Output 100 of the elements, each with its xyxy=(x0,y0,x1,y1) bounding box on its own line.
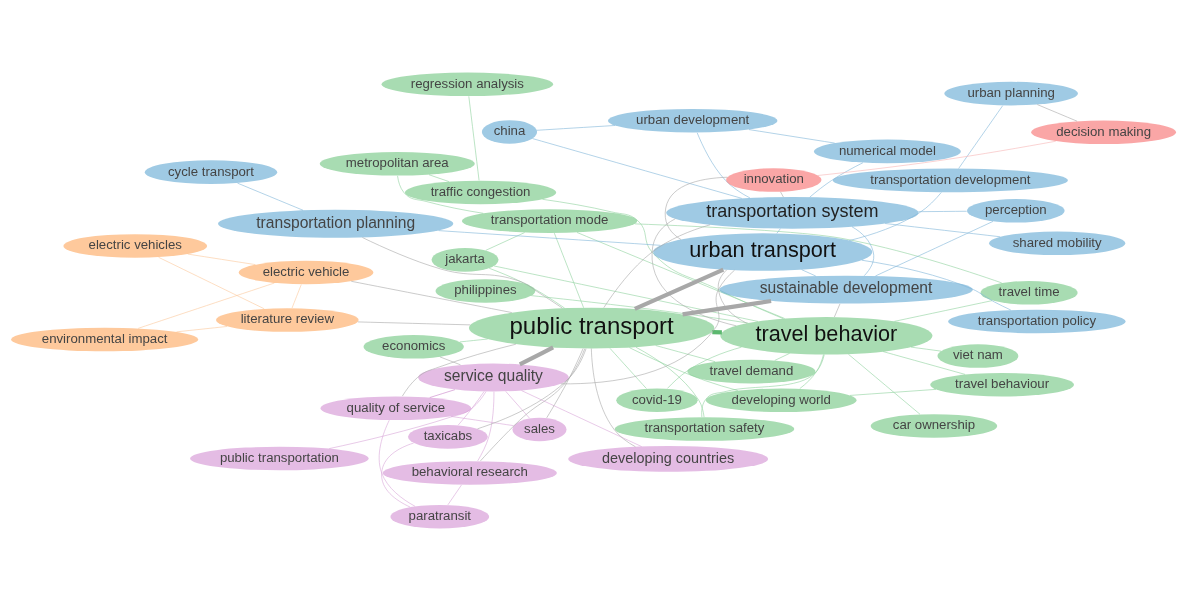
connector xyxy=(634,223,1003,283)
connector xyxy=(402,343,517,396)
connector xyxy=(560,269,735,384)
connector xyxy=(397,175,484,214)
node-ellipse: car ownership xyxy=(870,413,998,438)
connector xyxy=(468,95,480,181)
connector xyxy=(629,346,739,391)
connector xyxy=(884,222,1001,237)
connector xyxy=(603,224,711,308)
connector xyxy=(485,231,525,251)
connector xyxy=(910,346,942,351)
connector xyxy=(591,347,636,447)
connector xyxy=(438,229,661,246)
node-ellipse: taxicabs xyxy=(408,424,488,449)
node-ellipse: regression analysis xyxy=(381,72,554,96)
node-ellipse: innovation xyxy=(726,167,822,192)
node-ellipse: urban transport xyxy=(653,232,873,271)
connector xyxy=(554,232,584,308)
node-ellipse: decision making xyxy=(1031,120,1176,144)
node-ellipse: viet nam xyxy=(937,343,1019,368)
connector xyxy=(505,390,530,418)
node-ellipse: literature review xyxy=(216,307,359,332)
connector xyxy=(1037,103,1078,121)
node-ellipse: shared mobility xyxy=(989,231,1126,255)
node-ellipse: travel behavior xyxy=(720,316,933,355)
connector xyxy=(918,210,967,212)
node-ellipse: jakarta xyxy=(431,247,499,272)
connector xyxy=(439,356,461,365)
connector xyxy=(861,259,1012,310)
connector xyxy=(137,282,275,329)
node-ellipse: environmental impact xyxy=(11,327,199,351)
node-ellipse: covid-19 xyxy=(616,387,698,412)
connector xyxy=(350,280,513,313)
node-ellipse: cycle transport xyxy=(144,159,278,184)
connector xyxy=(609,347,647,389)
node-ellipse: paratransit xyxy=(390,504,490,528)
connector xyxy=(447,484,462,505)
connector xyxy=(848,353,921,415)
connector xyxy=(493,265,759,322)
node-ellipse: electric vehicle xyxy=(238,260,374,284)
connector xyxy=(851,226,875,276)
node-ellipse: developing world xyxy=(705,388,857,412)
connector xyxy=(480,347,586,461)
node-ellipse: traffic congestion xyxy=(405,180,557,204)
connector xyxy=(532,137,743,199)
node-ellipse: transportation planning xyxy=(218,209,454,238)
node-ellipse: developing countries xyxy=(568,445,769,472)
connector xyxy=(696,131,751,198)
connector xyxy=(717,269,748,324)
connector xyxy=(542,198,784,319)
node-ellipse: travel demand xyxy=(687,359,816,383)
connector xyxy=(518,345,555,366)
connector xyxy=(521,389,642,447)
node-ellipse: service quality xyxy=(418,363,569,391)
connector xyxy=(291,283,302,308)
connector xyxy=(701,353,825,417)
connector xyxy=(633,267,725,311)
node-ellipse: travel time xyxy=(980,280,1078,305)
connector xyxy=(664,176,728,240)
connector xyxy=(546,347,584,418)
connector xyxy=(875,220,994,276)
node-ellipse: transportation mode xyxy=(461,208,638,233)
connector xyxy=(748,128,835,143)
connector xyxy=(651,218,737,326)
connector xyxy=(536,124,616,131)
node-ellipse: behavioral research xyxy=(382,460,557,485)
node-ellipse: philippines xyxy=(435,278,536,303)
connector xyxy=(457,390,485,426)
connector xyxy=(429,388,456,398)
node-ellipse: sustainable development xyxy=(719,275,973,304)
node-ellipse: transportation policy xyxy=(948,309,1126,333)
connector xyxy=(428,173,450,182)
connector xyxy=(237,182,304,211)
node-ellipse: urban development xyxy=(608,108,778,132)
node-ellipse: sales xyxy=(512,417,567,441)
connector xyxy=(530,294,749,323)
node-ellipse: economics xyxy=(363,334,464,359)
connector xyxy=(801,268,817,276)
connector xyxy=(817,140,1057,176)
connector xyxy=(576,231,785,319)
node-ellipse: travel behaviour xyxy=(930,372,1074,396)
node-ellipse: numerical model xyxy=(813,139,961,163)
connector xyxy=(381,442,414,507)
connector xyxy=(682,298,772,316)
node-ellipse: public transport xyxy=(468,307,715,348)
node-ellipse: quality of service xyxy=(320,396,472,420)
node-ellipse: transportation safety xyxy=(614,416,795,441)
connector xyxy=(635,346,705,417)
connector xyxy=(488,267,565,308)
connector xyxy=(450,415,514,426)
connector xyxy=(362,236,563,308)
connector xyxy=(667,346,742,389)
node-ellipse: perception xyxy=(967,198,1065,223)
connector xyxy=(774,352,790,361)
connector xyxy=(459,338,489,342)
node-ellipse: transportation development xyxy=(832,168,1068,192)
connector xyxy=(176,325,228,332)
connector xyxy=(849,388,937,396)
connector xyxy=(958,104,1003,169)
connector xyxy=(834,303,841,317)
